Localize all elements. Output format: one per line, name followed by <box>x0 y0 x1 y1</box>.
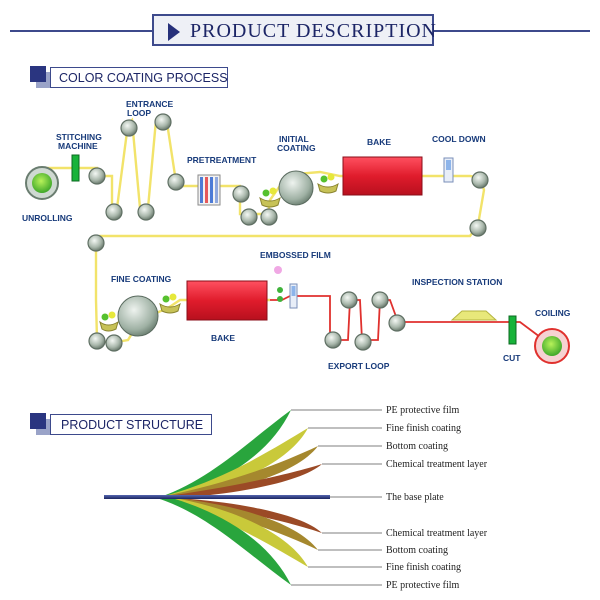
header-rule-left <box>10 30 152 32</box>
process-section-title: COLOR COATING PROCESS <box>59 71 228 85</box>
guide-roller <box>137 203 155 221</box>
label-stitching: MACHINE <box>58 141 98 151</box>
embossed-film-unit <box>274 266 298 309</box>
label-bake-1: BAKE <box>367 137 391 147</box>
label-initial-coating: COATING <box>277 143 316 153</box>
section-marker-dark <box>30 413 46 429</box>
guide-roller <box>154 113 172 131</box>
pretreatment-tanks <box>197 174 221 206</box>
guide-roller <box>324 331 342 349</box>
guide-roller <box>120 119 138 137</box>
fine-coating-roll <box>117 295 159 337</box>
structure-label: Chemical treatment layer <box>386 528 488 539</box>
structure-label: PE protective film <box>386 405 460 416</box>
label-entrance: LOOP <box>127 108 151 118</box>
label-pretreatment: PRETREATMENT <box>187 155 257 165</box>
label-unrolling: UNROLLING <box>22 213 73 223</box>
structure-section-header: PRODUCT STRUCTURE <box>50 414 212 435</box>
label-entrance: ENTRANCE <box>126 99 174 109</box>
guide-roller <box>232 185 250 203</box>
label-cool-down: COOL DOWN <box>432 134 486 144</box>
guide-rollers <box>87 113 489 352</box>
inspection-station-icon <box>450 310 498 321</box>
layer-chemical-top <box>160 464 322 497</box>
guide-roller <box>371 291 389 309</box>
guide-roller <box>167 173 185 191</box>
page-title: PRODUCT DESCRIPTION <box>190 20 437 42</box>
stitching-machine-icon <box>71 154 80 182</box>
guide-roller <box>88 332 106 350</box>
guide-roller <box>471 171 489 189</box>
guide-roller <box>469 219 487 237</box>
structure-label: Fine finish coating <box>386 562 461 573</box>
bake-oven-2 <box>186 280 268 321</box>
structure-label: Chemical treatment layer <box>386 459 488 470</box>
guide-roller <box>340 291 358 309</box>
fine-coating-applicator <box>99 293 181 332</box>
structure-label: Bottom coating <box>386 545 448 556</box>
structure-label: Bottom coating <box>386 441 448 452</box>
label-cut: CUT <box>503 353 521 363</box>
leader-lines <box>291 409 382 586</box>
label-fine-coating: FINE COATING <box>111 274 172 284</box>
structure-section-title: PRODUCT STRUCTURE <box>61 418 204 432</box>
initial-coating-applicator <box>259 173 339 208</box>
guide-roller <box>88 167 106 185</box>
cool-down-unit <box>443 157 454 183</box>
label-stitching: STITCHING <box>56 132 102 142</box>
initial-coating-roll <box>278 170 314 206</box>
guide-roller <box>260 208 278 226</box>
coiling-coil <box>534 328 570 364</box>
cut-machine-icon <box>508 315 517 345</box>
process-section-header: COLOR COATING PROCESS <box>50 67 228 88</box>
label-inspection-station: INSPECTION STATION <box>412 277 502 287</box>
guide-roller <box>240 208 258 226</box>
play-arrow-icon <box>168 23 180 41</box>
header-rule-right <box>434 30 590 32</box>
label-export-loop: EXPORT LOOP <box>328 361 390 371</box>
structure-label: Fine finish coating <box>386 423 461 434</box>
label-bake-2: BAKE <box>211 333 235 343</box>
layer-chemical-bottom <box>160 499 322 533</box>
layer-base-plate <box>104 495 330 499</box>
label-embossed-film: EMBOSSED FILM <box>260 250 331 260</box>
structure-label: The base plate <box>386 492 444 503</box>
guide-roller <box>87 234 105 252</box>
header-banner: PRODUCT DESCRIPTION <box>152 14 437 46</box>
strip-path-red <box>270 295 553 347</box>
label-coiling: COILING <box>535 308 571 318</box>
guide-roller <box>388 314 406 332</box>
structure-label: PE protective film <box>386 580 460 591</box>
bake-oven-1 <box>342 156 423 196</box>
guide-roller <box>105 203 123 221</box>
label-initial-coating: INITIAL <box>279 134 309 144</box>
unrolling-coil <box>25 166 59 200</box>
section-marker-dark <box>30 66 46 82</box>
guide-roller <box>354 333 372 351</box>
guide-roller <box>105 334 123 352</box>
